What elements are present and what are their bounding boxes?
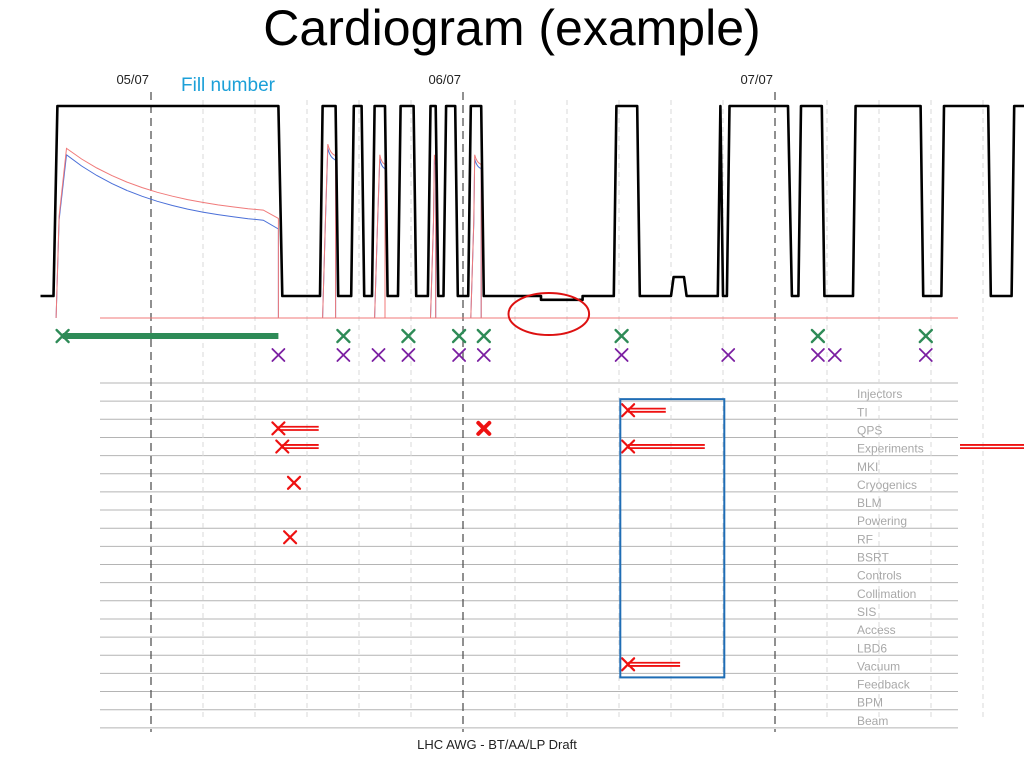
system-label: Controls bbox=[857, 569, 902, 583]
slide-footer: LHC AWG - BT/AA/LP Draft bbox=[417, 737, 577, 752]
system-label: BPM bbox=[857, 696, 883, 710]
cross-stroke bbox=[286, 475, 302, 490]
cross-stroke bbox=[918, 348, 933, 362]
fill-start-marker bbox=[918, 328, 933, 344]
fill-start-marker bbox=[476, 328, 491, 344]
fill-start-marker bbox=[451, 328, 467, 344]
cross-stroke bbox=[452, 348, 467, 362]
beam-dump-marker bbox=[452, 348, 467, 362]
cross-stroke bbox=[476, 328, 491, 344]
system-label: Beam bbox=[857, 714, 888, 728]
intensity-curve bbox=[470, 158, 482, 319]
system-label: Vacuum bbox=[857, 659, 900, 673]
fault-marker bbox=[271, 421, 286, 436]
day-marker-label: 06/07 bbox=[428, 72, 461, 87]
fault-marker bbox=[275, 439, 290, 454]
system-label: LBD6 bbox=[857, 641, 887, 655]
cross-stroke bbox=[810, 328, 826, 344]
fault-marker bbox=[283, 530, 298, 545]
intensity-curve bbox=[55, 147, 279, 319]
cross-stroke bbox=[620, 403, 636, 418]
machine-mode-line bbox=[40, 104, 1024, 302]
beam-dump-marker bbox=[476, 348, 491, 362]
beam-dump-marker bbox=[271, 348, 286, 362]
system-label: MKI bbox=[857, 460, 878, 474]
cross-stroke bbox=[614, 348, 629, 362]
fill-number-label: Fill number bbox=[181, 75, 276, 96]
mode-layer bbox=[40, 104, 1024, 302]
intensity-curve bbox=[470, 154, 482, 319]
system-label: QPS bbox=[857, 423, 882, 437]
fault-marker bbox=[620, 657, 636, 672]
cross-stroke bbox=[827, 348, 842, 362]
intensity-curve bbox=[430, 154, 437, 319]
day-marker-label: 05/07 bbox=[116, 72, 149, 87]
system-label: Injectors bbox=[857, 387, 902, 401]
fill-start-marker bbox=[336, 328, 351, 344]
beam-dump-marker bbox=[371, 348, 386, 362]
fault-marker bbox=[620, 439, 636, 454]
day-marker-label: 07/07 bbox=[740, 72, 773, 87]
marker-layer bbox=[55, 328, 933, 362]
beam-dump-marker bbox=[721, 348, 736, 362]
highlight-ellipse bbox=[507, 292, 591, 336]
cross-stroke bbox=[336, 328, 351, 344]
beam-dump-marker bbox=[827, 348, 842, 362]
intensity-curve bbox=[322, 144, 337, 319]
cross-stroke bbox=[451, 328, 467, 344]
fill-start-marker bbox=[401, 328, 416, 344]
cross-stroke bbox=[336, 348, 351, 362]
cross-stroke bbox=[275, 439, 290, 454]
cross-stroke bbox=[401, 328, 416, 344]
intensity-curve bbox=[55, 153, 279, 319]
system-label: BSRT bbox=[857, 551, 889, 565]
cross-stroke bbox=[614, 328, 629, 344]
system-label: Powering bbox=[857, 514, 907, 528]
intensity-curve bbox=[374, 154, 386, 319]
fault-marker bbox=[286, 475, 302, 490]
system-label: Collimation bbox=[857, 587, 916, 601]
system-label: Feedback bbox=[857, 678, 911, 692]
cross-stroke bbox=[271, 421, 286, 436]
annotation-layer bbox=[507, 292, 726, 679]
beam-dump-marker bbox=[401, 348, 416, 362]
intensity-curve bbox=[374, 158, 386, 319]
grid-layer bbox=[100, 92, 984, 732]
highlight-box bbox=[619, 398, 726, 679]
fault-layer bbox=[271, 403, 1024, 672]
cross-stroke bbox=[476, 420, 492, 436]
beam-dump-marker bbox=[811, 348, 825, 362]
cross-stroke bbox=[283, 530, 298, 545]
cross-stroke bbox=[918, 328, 933, 344]
cross-stroke bbox=[620, 657, 636, 672]
system-label: Access bbox=[857, 623, 896, 637]
beam-dump-marker bbox=[614, 348, 629, 362]
cross-stroke bbox=[721, 348, 736, 362]
intensity-curve bbox=[322, 148, 337, 319]
fault-marker bbox=[620, 403, 636, 418]
system-label: BLM bbox=[857, 496, 882, 510]
system-label: Experiments bbox=[857, 442, 924, 456]
cross-stroke bbox=[371, 348, 386, 362]
cross-stroke bbox=[620, 439, 636, 454]
cross-stroke bbox=[401, 348, 416, 362]
cross-stroke bbox=[811, 348, 825, 362]
fill-start-marker bbox=[614, 328, 629, 344]
fill-start-marker bbox=[55, 328, 70, 344]
system-label: TI bbox=[857, 405, 868, 419]
beam-dump-marker bbox=[918, 348, 933, 362]
cross-stroke bbox=[55, 328, 70, 344]
system-label: RF bbox=[857, 532, 873, 546]
system-label: SIS bbox=[857, 605, 876, 619]
fault-marker bbox=[476, 420, 492, 436]
fill-start-marker bbox=[810, 328, 826, 344]
system-label: Cryogenics bbox=[857, 478, 917, 492]
cross-stroke bbox=[271, 348, 286, 362]
intensity-layer bbox=[55, 144, 958, 319]
beam-dump-marker bbox=[336, 348, 351, 362]
slide-title: Cardiogram (example) bbox=[263, 0, 761, 56]
cross-stroke bbox=[476, 348, 491, 362]
